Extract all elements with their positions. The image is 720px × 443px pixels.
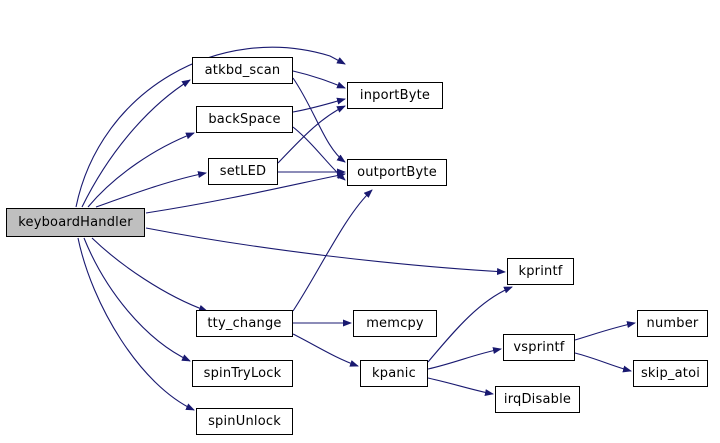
edge-keyboardHandler-to-outportByte [145,172,346,214]
node-label: irqDisable [503,392,572,407]
node-label: backSpace [208,112,281,127]
node-skip_atoi[interactable]: skip_atoi [633,360,708,387]
edge-backSpace-to-inportByte [292,97,346,113]
node-label: spinUnlock [208,414,281,429]
edge-keyboardHandler-to-spinTryLock [83,237,191,362]
node-spinUnlock[interactable]: spinUnlock [196,408,293,435]
edge-kpanic-to-kprintf [427,286,513,363]
node-spinTryLock[interactable]: spinTryLock [192,360,293,387]
edge-keyboardHandler-to-spinUnlock [77,237,195,411]
node-number[interactable]: number [637,310,708,337]
node-inportByte[interactable]: inportByte [347,82,443,109]
node-label: setLED [219,164,267,179]
edge-tty_change-to-outportByte [292,189,373,312]
node-label: spinTryLock [203,366,282,381]
node-label: outportByte [357,165,437,180]
edge-vsprintf-to-number [574,321,636,341]
node-backSpace[interactable]: backSpace [196,106,293,133]
edge-backSpace-to-outportByte [292,126,346,181]
node-label: number [646,316,699,331]
edge-keyboardHandler-to-kprintf [145,227,506,276]
node-tty_change[interactable]: tty_change [196,310,293,337]
node-label: vsprintf [513,340,565,355]
node-setLED[interactable]: setLED [208,158,278,185]
node-label: atkbd_scan [204,63,281,78]
edge-keyboardHandler-to-inportByte [75,46,346,208]
node-label: kpanic [372,366,416,381]
node-irqDisable[interactable]: irqDisable [495,386,580,413]
edge-keyboardHandler-to-backSpace [87,132,195,208]
node-kpanic[interactable]: kpanic [360,360,428,387]
edge-atkbd_scan-to-inportByte [292,70,346,89]
call-edges [75,46,636,411]
node-outportByte[interactable]: outportByte [347,159,447,186]
node-label: inportByte [359,88,431,103]
edge-kpanic-to-irqDisable [427,377,494,396]
edge-vsprintf-to-skip_atoi [574,352,632,373]
node-kprintf[interactable]: kprintf [507,258,574,285]
edge-tty_change-to-kpanic [292,333,359,367]
node-label: tty_change [207,316,282,331]
edge-setLED-to-inportByte [277,105,346,164]
edge-kpanic-to-vsprintf [427,347,502,370]
node-label: kprintf [518,264,563,279]
node-label: memcpy [366,316,424,331]
node-vsprintf[interactable]: vsprintf [503,334,575,361]
node-memcpy[interactable]: memcpy [353,310,437,337]
edge-keyboardHandler-to-setLED [95,171,207,208]
edge-atkbd_scan-to-outportByte [292,77,346,163]
node-label: keyboardHandler [18,215,133,230]
edge-keyboardHandler-to-tty_change [91,237,208,312]
node-atkbd_scan[interactable]: atkbd_scan [192,57,293,84]
node-label: skip_atoi [640,366,701,381]
edge-keyboardHandler-to-atkbd_scan [81,79,191,208]
node-keyboardHandler[interactable]: keyboardHandler [6,208,145,237]
